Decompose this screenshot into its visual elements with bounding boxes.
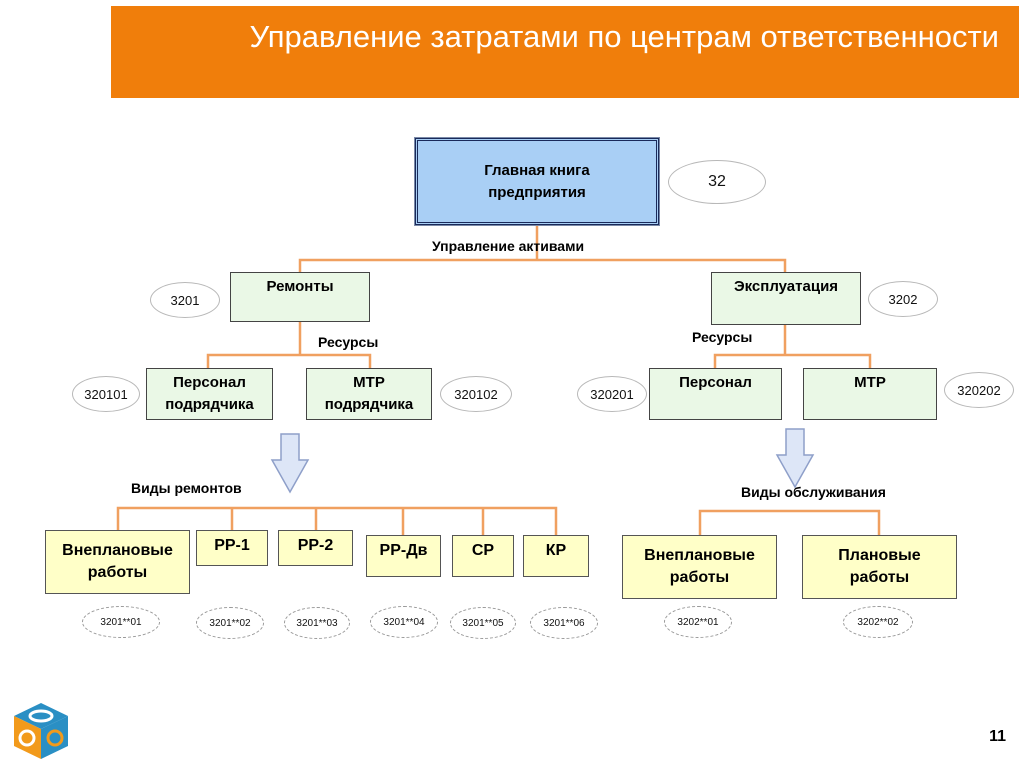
node-contractor-mtr: МТР подрядчика xyxy=(306,368,432,420)
code-oval-service-type-2: 3202**02 xyxy=(843,606,913,638)
connector-repairs-resources xyxy=(206,322,372,368)
label-asset-management: Управление активами xyxy=(432,238,585,254)
slide-title: Управление затратами по центрам ответств… xyxy=(111,6,1019,98)
label-service-types: Виды обслуживания xyxy=(741,484,886,500)
connector-operation-types xyxy=(698,509,881,535)
code-oval-repair-type-6: 3201**06 xyxy=(530,607,598,639)
connector-operation-resources xyxy=(713,325,872,368)
label-repairs-resources: Ресурсы xyxy=(318,334,379,350)
node-contractor-staff: Персонал подрядчика xyxy=(146,368,273,420)
node-sr: СР xyxy=(452,535,514,577)
node-staff: Персонал xyxy=(649,368,782,420)
code-oval-operation: 3202 xyxy=(868,281,938,317)
node-unplanned-repairs: Внеплановые работы xyxy=(45,530,190,594)
node-mtr: МТР xyxy=(803,368,937,420)
label-operation-resources: Ресурсы xyxy=(692,329,753,345)
node-operation: Эксплуатация xyxy=(711,272,861,325)
code-oval-contractor-mtr: 320102 xyxy=(440,376,512,412)
code-oval-mtr: 320202 xyxy=(944,372,1014,408)
node-kr: КР xyxy=(523,535,589,577)
code-oval-service-type-1: 3202**01 xyxy=(664,606,732,638)
node-rr1: РР-1 xyxy=(196,530,268,566)
root-code-oval: 32 xyxy=(668,160,766,204)
code-oval-repair-type-5: 3201**05 xyxy=(450,607,516,639)
down-arrow-icon xyxy=(270,433,310,494)
node-rr-dv: РР-Дв xyxy=(366,535,441,577)
code-oval-repairs: 3201 xyxy=(150,282,220,318)
node-rr2: РР-2 xyxy=(278,530,353,566)
code-oval-repair-type-3: 3201**03 xyxy=(284,607,350,639)
connector-repair-types xyxy=(116,506,558,535)
node-planned-service: Плановые работы xyxy=(802,535,957,599)
code-oval-contractor-staff: 320101 xyxy=(72,376,140,412)
page-number: 11 xyxy=(989,728,1006,745)
connector-root xyxy=(298,225,787,272)
root-node: Главная книга предприятия xyxy=(414,137,660,226)
label-repair-types: Виды ремонтов xyxy=(131,480,242,496)
code-oval-repair-type-1: 3201**01 xyxy=(82,606,160,638)
node-unplanned-service: Внеплановые работы xyxy=(622,535,777,599)
code-oval-staff: 320201 xyxy=(577,376,647,412)
node-repairs: Ремонты xyxy=(230,272,370,322)
code-oval-repair-type-2: 3201**02 xyxy=(196,607,264,639)
down-arrow-icon xyxy=(775,428,815,489)
cube-logo-icon xyxy=(14,703,68,759)
code-oval-repair-type-4: 3201**04 xyxy=(370,606,438,638)
